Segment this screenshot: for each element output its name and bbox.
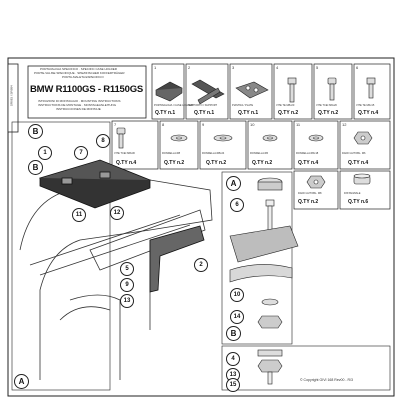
part-10-washer-icon — [262, 134, 278, 142]
callout-1: 1 — [38, 146, 52, 160]
part-5-name: VITE TCEI M6x20 — [316, 104, 337, 107]
detail-panel-right — [221, 171, 293, 345]
part-3-name: PIASTRA / PLATE — [232, 104, 254, 107]
callout-b-top: B — [28, 124, 43, 139]
part-6-bolt-icon — [366, 77, 376, 99]
parts-grid-row-3 — [293, 170, 391, 210]
callout-b-right: B — [226, 326, 241, 341]
header-line-1: PORTAVALIGIA SPECIFICO · SPECIFIC CASE H… — [40, 67, 117, 71]
part-14-name: DADO AUTOBL. M8 — [298, 192, 322, 195]
callout-15: 15 — [226, 378, 240, 392]
side-tab-label: SR683 / SR684 — [9, 85, 14, 107]
mounted-side-bracket — [149, 225, 205, 293]
part-11-name: RONDELLA Ø6x18 — [296, 152, 319, 155]
part-9-name: RONDELLA Ø8x24 — [202, 152, 225, 155]
part-12-nut-icon — [353, 131, 373, 145]
callout-a-right: A — [226, 176, 241, 191]
part-9-qty: Q.TY n.2 — [206, 160, 227, 166]
header-line-6: INSTRUCTIONS DE MONTAGE · MONTAGEANLEITU… — [38, 103, 117, 107]
part-11-number: 11 — [296, 122, 301, 127]
callout-2: 2 — [194, 258, 208, 272]
part-12-name: DADO AUTOBL. M6 — [342, 152, 366, 155]
part-9-washer-icon — [213, 134, 233, 142]
callout-a: A — [14, 374, 29, 389]
part-9-number: 9 — [202, 122, 205, 127]
detail-panel-bottom-right — [221, 345, 391, 391]
part-2-number: 2 — [188, 65, 191, 70]
part-3-number: 3 — [232, 65, 235, 70]
bottom-right-assembly — [257, 349, 283, 385]
part-7-qty: Q.TY n.4 — [116, 160, 137, 166]
callout-5: 5 — [120, 262, 134, 276]
callout-12: 12 — [110, 206, 124, 220]
part-1-name: PORTAVALIGIA / CASE HOLDER — [154, 104, 194, 107]
callout-7: 7 — [74, 146, 88, 160]
copyright: © Copyright GIVI 168 Rev00 - R/3 — [300, 378, 353, 382]
part-14-qty: Q.TY n.2 — [298, 199, 319, 205]
part-8-name: RONDELLA Ø8 — [162, 152, 181, 155]
side-tab — [7, 63, 19, 133]
part-7-number: 7 — [114, 122, 117, 127]
callout-13: 13 — [120, 294, 134, 308]
motorcycle-rear-frame — [19, 179, 213, 380]
header-line-5: ISTRUZIONI DI MONTAGGIO · MOUNTING INSTR… — [38, 99, 121, 103]
part-3-qty: Q.TY n.1 — [238, 110, 259, 116]
header-line-7: INSTRUCCIONES DE MONTAJE — [56, 107, 101, 111]
callout-6: 6 — [230, 198, 244, 212]
part-14-nut-icon — [306, 175, 326, 189]
header-box — [27, 65, 147, 119]
part-2-name: SUPPORTO / SUPPORT — [188, 104, 218, 107]
header-line-3: PORTA-MALETA ESPECIFICO — [62, 75, 104, 79]
callout-b-mid: B — [28, 160, 43, 175]
part-5-bolt-icon — [327, 77, 337, 101]
part-4-qty: Q.TY n.2 — [278, 110, 299, 116]
part-1-case-holder-icon — [155, 81, 183, 102]
part-4-name: VITE TE M8x20 — [276, 104, 295, 107]
part-4-number: 4 — [276, 65, 279, 70]
part-1-qty: Q.TY n.1 — [155, 110, 176, 116]
part-10-qty: Q.TY n.2 — [252, 160, 273, 166]
callout-14: 14 — [230, 310, 244, 324]
callout-11: 11 — [72, 208, 86, 222]
part-6-qty: Q.TY n.4 — [358, 110, 379, 116]
mounted-case-holder — [38, 159, 152, 209]
part-1-number: 1 — [154, 65, 157, 70]
part-12-qty: Q.TY n.4 — [348, 160, 369, 166]
detail-panel-left — [11, 121, 111, 391]
part-5-qty: Q.TY n.2 — [318, 110, 339, 116]
part-11-washer-icon — [308, 134, 324, 142]
part-2-support-icon — [191, 79, 225, 105]
part-10-number: 10 — [250, 122, 255, 127]
part-8-qty: Q.TY n.2 — [164, 160, 185, 166]
callout-4: 4 — [226, 352, 240, 366]
parts-grid-row-2 — [111, 120, 391, 170]
part-4-bolt-icon — [287, 77, 297, 103]
part-8-number: 8 — [162, 122, 165, 127]
part-5-number: 5 — [316, 65, 319, 70]
part-7-name: VITE TCEI M8x30 — [114, 152, 135, 155]
part-3-plate-icon — [235, 81, 269, 99]
part-6-name: VITE TE M6x15 — [356, 104, 375, 107]
callout-8: 8 — [96, 134, 110, 148]
exploded-assembly — [229, 177, 299, 329]
part-15-qty: Q.TY n.6 — [348, 199, 369, 205]
part-10-name: RONDELLA Ø6 — [250, 152, 269, 155]
part-6-number: 6 — [356, 65, 359, 70]
part-7-bolt-icon — [116, 127, 126, 149]
part-8-washer-icon — [170, 134, 188, 142]
part-2-qty: Q.TY n.1 — [194, 110, 215, 116]
part-11-qty: Q.TY n.4 — [298, 160, 319, 166]
callout-9: 9 — [120, 278, 134, 292]
model-title: BMW R1100GS - R1150GS — [30, 84, 144, 95]
part-15-name: DISTANZIALE — [344, 192, 361, 195]
part-12-number: 12 — [342, 122, 347, 127]
callout-10: 10 — [230, 288, 244, 302]
parts-grid-row-1 — [151, 63, 391, 120]
part-15-spacer-icon — [353, 173, 371, 185]
header-line-2: PORTE-VALISE SPECIFIQUE · SPEZIFISCHER K… — [34, 71, 125, 75]
